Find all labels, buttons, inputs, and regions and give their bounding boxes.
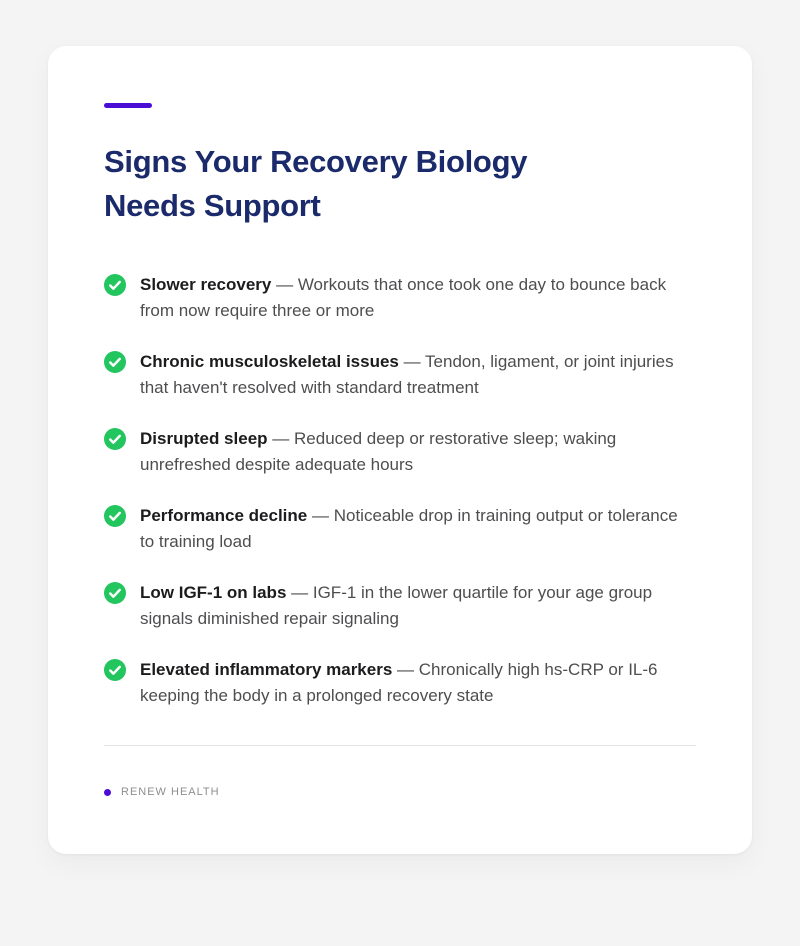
- list-item-description: — Tendon, ligament, or joint injuries th…: [140, 352, 674, 397]
- list-item-description: — IGF-1 in the lower quartile for your a…: [140, 583, 653, 628]
- list-item-text: Slower recovery — Workouts that once too…: [140, 272, 696, 324]
- list-item: Low IGF-1 on labs — IGF-1 in the lower q…: [104, 580, 696, 632]
- list-item-description: — Workouts that once took one day to bou…: [140, 275, 667, 320]
- list-item-text: Elevated inflammatory markers — Chronica…: [140, 657, 696, 709]
- list-item-description: — Chronically high hs-CRP or IL-6 keepin…: [140, 660, 658, 705]
- list-item-lead: Performance decline: [140, 506, 308, 525]
- checklist: Slower recovery — Workouts that once too…: [104, 272, 696, 709]
- list-item-lead: Low IGF-1 on labs: [140, 583, 287, 602]
- footer: RENEW HEALTH: [104, 786, 696, 798]
- check-circle-icon: [104, 505, 126, 527]
- check-circle-icon: [104, 428, 126, 450]
- list-item: Slower recovery — Workouts that once too…: [104, 272, 696, 324]
- accent-bar: [104, 103, 152, 108]
- check-circle-icon: [104, 274, 126, 296]
- check-circle-icon: [104, 582, 126, 604]
- list-item-lead: Chronic musculoskeletal issues: [140, 352, 399, 371]
- content-card: Signs Your Recovery Biology Needs Suppor…: [48, 46, 752, 854]
- list-item-description: — Reduced deep or restorative sleep; wak…: [140, 429, 617, 474]
- list-item-lead: Disrupted sleep: [140, 429, 268, 448]
- list-item-text: Disrupted sleep — Reduced deep or restor…: [140, 426, 696, 478]
- list-item: Elevated inflammatory markers — Chronica…: [104, 657, 696, 709]
- brand-dot-icon: [104, 788, 111, 796]
- list-item: Disrupted sleep — Reduced deep or restor…: [104, 426, 696, 478]
- list-item-description: — Noticeable drop in training output or …: [140, 506, 678, 551]
- list-item-text: Chronic musculoskeletal issues — Tendon,…: [140, 349, 696, 401]
- list-item-lead: Elevated inflammatory markers: [140, 660, 393, 679]
- check-circle-icon: [104, 351, 126, 373]
- list-item: Performance decline — Noticeable drop in…: [104, 503, 696, 555]
- divider: [104, 745, 696, 746]
- list-item-lead: Slower recovery: [140, 275, 272, 294]
- check-circle-icon: [104, 659, 126, 681]
- list-item-text: Low IGF-1 on labs — IGF-1 in the lower q…: [140, 580, 696, 632]
- brand-name: RENEW HEALTH: [121, 786, 220, 798]
- list-item-text: Performance decline — Noticeable drop in…: [140, 503, 696, 555]
- page-title: Signs Your Recovery Biology Needs Suppor…: [104, 144, 528, 223]
- list-item: Chronic musculoskeletal issues — Tendon,…: [104, 349, 696, 401]
